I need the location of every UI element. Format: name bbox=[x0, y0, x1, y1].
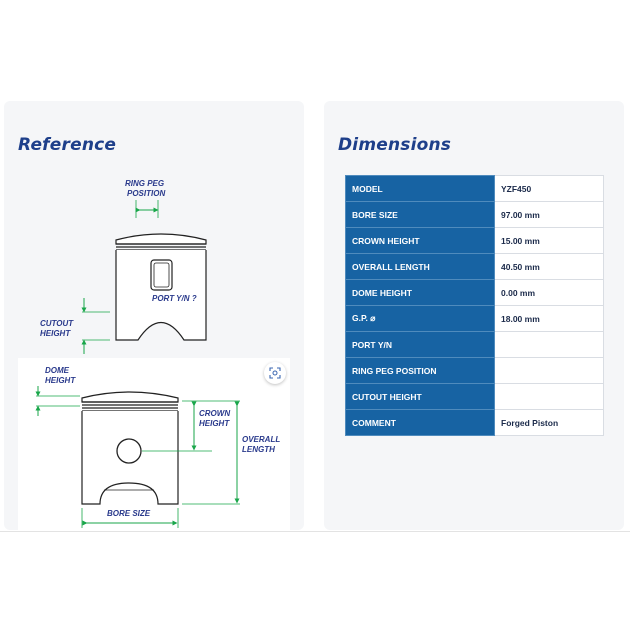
dimension-key: BORE SIZE bbox=[345, 201, 495, 228]
dimension-value: 97.00 mm bbox=[494, 201, 604, 228]
table-row: G.P. ⌀18.00 mm bbox=[345, 305, 604, 332]
ring-peg-label-1: RING PEG bbox=[125, 179, 164, 188]
dimension-key: MODEL bbox=[345, 175, 495, 202]
piston-diagram-top: RING PEG POSITION PORT Y/N ? CUTOUT HEIG… bbox=[40, 179, 207, 354]
dimension-value: Forged Piston bbox=[494, 409, 604, 436]
dimension-value: 18.00 mm bbox=[494, 305, 604, 332]
dimension-key: CROWN HEIGHT bbox=[345, 227, 495, 254]
dimension-key: CUTOUT HEIGHT bbox=[345, 383, 495, 410]
dimension-value bbox=[494, 357, 604, 384]
dimension-key: OVERALL LENGTH bbox=[345, 253, 495, 280]
dimension-value: YZF450 bbox=[494, 175, 604, 202]
table-row: RING PEG POSITION bbox=[345, 357, 604, 384]
crown-label-1: CROWN bbox=[199, 409, 230, 418]
crown-label-2: HEIGHT bbox=[199, 419, 230, 428]
zoom-icon bbox=[269, 367, 281, 379]
dimension-value: 15.00 mm bbox=[494, 227, 604, 254]
dome-label-1: DOME bbox=[45, 366, 70, 375]
ring-peg-label-2: POSITION bbox=[127, 189, 165, 198]
table-row: PORT Y/N bbox=[345, 331, 604, 358]
dimension-key: PORT Y/N bbox=[345, 331, 495, 358]
dome-label-2: HEIGHT bbox=[45, 376, 76, 385]
table-row: CUTOUT HEIGHT bbox=[345, 383, 604, 410]
dimension-value bbox=[494, 331, 604, 358]
dimensions-title: Dimensions bbox=[338, 135, 452, 155]
cutout-label-2: HEIGHT bbox=[40, 329, 71, 338]
reference-title: Reference bbox=[18, 135, 117, 155]
dimension-key: G.P. ⌀ bbox=[345, 305, 495, 332]
dimension-key: COMMENT bbox=[345, 409, 495, 436]
dimension-value: 40.50 mm bbox=[494, 253, 604, 280]
piston-diagram-bottom: DOME HEIGHT CROWN HEIGHT OVERALL LENGTH … bbox=[35, 366, 280, 528]
bottom-divider bbox=[0, 531, 630, 532]
overall-label-2: LENGTH bbox=[242, 445, 275, 454]
dimension-value bbox=[494, 383, 604, 410]
dimension-key: DOME HEIGHT bbox=[345, 279, 495, 306]
overall-label-1: OVERALL bbox=[242, 435, 280, 444]
cutout-label-1: CUTOUT bbox=[40, 319, 74, 328]
port-label: PORT Y/N ? bbox=[152, 294, 197, 303]
bore-label: BORE SIZE bbox=[107, 509, 151, 518]
dimension-value: 0.00 mm bbox=[494, 279, 604, 306]
dimension-key: RING PEG POSITION bbox=[345, 357, 495, 384]
zoom-button[interactable] bbox=[264, 362, 286, 384]
